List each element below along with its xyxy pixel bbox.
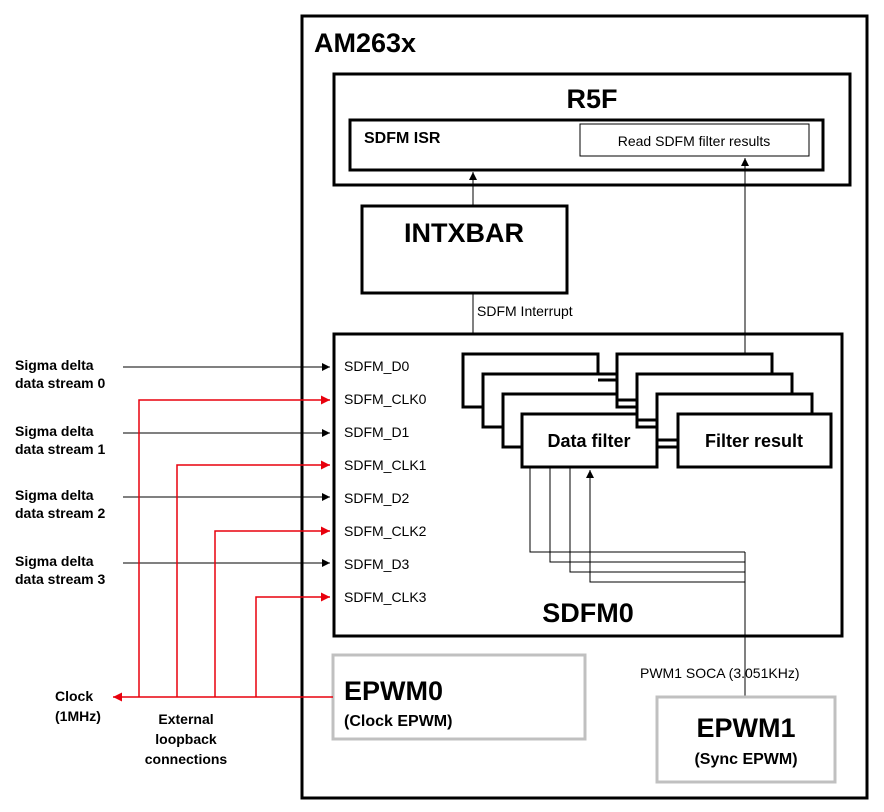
filter-result-box — [676, 412, 833, 469]
label-line: (1MHz) — [55, 708, 101, 724]
pin-label: SDFM_D2 — [344, 490, 410, 506]
pin-label: SDFM_CLK2 — [344, 523, 427, 539]
data-filter-box — [520, 412, 659, 469]
sdfm-isr-label: SDFM ISR — [364, 130, 441, 147]
sdfm-isr-box — [348, 118, 825, 172]
loopback-label: connections — [145, 751, 228, 767]
data-stream-labels: Sigma delta data stream 0 Sigma delta da… — [15, 357, 105, 587]
clock-loopback-line — [138, 395, 330, 697]
pin-label: SDFM_D0 — [344, 358, 410, 374]
intxbar-title: INTXBAR — [404, 218, 524, 248]
sdfm-interrupt-label: SDFM Interrupt — [477, 303, 573, 319]
clock-loopback-line — [255, 592, 330, 697]
epwm0-subtitle: (Clock EPWM) — [344, 713, 452, 730]
read-results-label: Read SDFM filter results — [618, 133, 770, 149]
sync-line — [529, 467, 745, 553]
sync-lines — [529, 467, 746, 698]
data-stream-label: Sigma delta — [15, 357, 94, 373]
read-results-box — [579, 123, 810, 157]
label-line: connections — [145, 751, 228, 767]
loopback-label: loopback — [155, 731, 217, 747]
data-stream-label: data stream 3 — [15, 571, 105, 587]
data-stream-arrows — [123, 363, 330, 567]
filter-result-label: Filter result — [705, 431, 803, 451]
epwm1-title: EPWM1 — [696, 713, 795, 743]
clock-output-label: Clock — [55, 688, 93, 704]
sdfm0-title: SDFM0 — [542, 598, 634, 628]
label-line: data stream 2 — [15, 505, 105, 521]
epwm0-title: EPWM0 — [344, 676, 443, 706]
label-line: Sigma delta — [15, 487, 94, 503]
label-line: Clock — [55, 688, 93, 704]
pin-label: SDFM_D3 — [344, 556, 410, 572]
pin-label: SDFM_CLK3 — [344, 589, 427, 605]
loopback-label: External — [158, 711, 213, 727]
label-line: Sigma delta — [15, 357, 94, 373]
clock-loopback-line — [214, 526, 330, 697]
data-stream-label: data stream 0 — [15, 375, 105, 391]
label-line: Sigma delta — [15, 423, 94, 439]
pin-label: SDFM_D1 — [344, 424, 410, 440]
data-stream-label: Sigma delta — [15, 553, 94, 569]
data-stream-label: data stream 1 — [15, 441, 105, 457]
pin-label: SDFM_CLK1 — [344, 457, 427, 473]
chip-title: AM263x — [314, 28, 416, 58]
r5f-box — [332, 72, 852, 187]
clock-output-label: (1MHz) — [55, 708, 101, 724]
sync-line — [549, 467, 745, 563]
epwm1-box — [655, 695, 837, 784]
sync-line — [586, 470, 746, 698]
intxbar-box — [360, 204, 569, 295]
label-line: data stream 0 — [15, 375, 105, 391]
label-line: loopback — [155, 731, 217, 747]
soca-label: PWM1 SOCA (3.051KHz) — [640, 665, 800, 681]
data-stream-label: Sigma delta — [15, 423, 94, 439]
data-stream-label: data stream 2 — [15, 505, 105, 521]
epwm0-box — [331, 653, 587, 741]
clock-loopback-lines — [113, 395, 333, 702]
r5f-title: R5F — [566, 84, 617, 114]
sdfm0-box — [332, 332, 844, 638]
label-line: data stream 3 — [15, 571, 105, 587]
data-filter-label: Data filter — [547, 431, 630, 451]
data-stream-label: Sigma delta — [15, 487, 94, 503]
am263x-chip-box — [300, 14, 869, 800]
pin-label: SDFM_CLK0 — [344, 391, 427, 407]
sync-line — [569, 467, 745, 573]
label-line: Sigma delta — [15, 553, 94, 569]
filter-result-stack: Filter result — [615, 352, 833, 469]
label-line: data stream 1 — [15, 441, 105, 457]
label-line: External — [158, 711, 213, 727]
sdfm-pin-labels: SDFM_D0 SDFM_CLK0 SDFM_D1 SDFM_CLK1 SDFM… — [344, 358, 427, 605]
epwm1-subtitle: (Sync EPWM) — [694, 751, 797, 768]
clock-loopback-line — [176, 460, 330, 697]
